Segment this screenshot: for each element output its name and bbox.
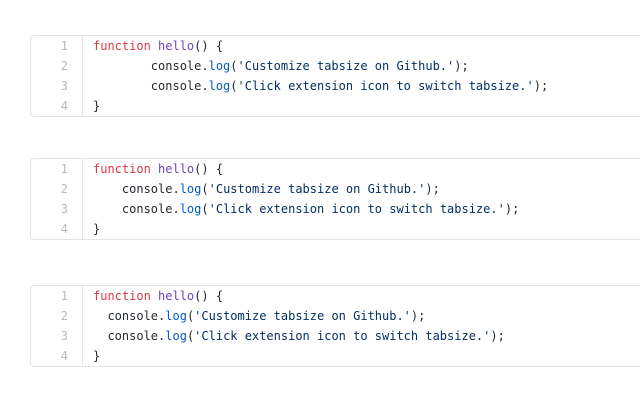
code-token-function: hello — [158, 162, 195, 176]
code-token-plain: ( — [201, 202, 209, 216]
code-token-method: log — [165, 309, 187, 323]
code-token-plain: ); — [410, 309, 426, 323]
code-line: function hello() { — [93, 159, 640, 179]
code-token-function: hello — [158, 289, 195, 303]
line-number[interactable]: 4 — [60, 349, 68, 363]
code-token-plain: ); — [425, 182, 440, 196]
code-line: console.log('Click extension icon to swi… — [93, 326, 640, 346]
code-token-plain: console. — [93, 79, 209, 93]
code-token-plain: } — [93, 349, 101, 363]
code-token-plain: ); — [533, 79, 549, 93]
code-block-tabsize-4: 1 2 3 4 function hello() { console.log('… — [30, 158, 640, 240]
code-token-plain — [151, 162, 158, 176]
code-token-plain: ( — [230, 79, 238, 93]
code-token-plain: ); — [490, 329, 505, 343]
code-token-plain: ( — [230, 59, 238, 73]
line-number[interactable]: 2 — [60, 182, 68, 196]
code-token-plain: ); — [504, 202, 520, 216]
line-number-gutter: 1 2 3 4 — [31, 36, 83, 116]
line-number[interactable]: 3 — [60, 202, 68, 216]
code-line: console.log('Customize tabsize on Github… — [93, 179, 640, 199]
code-line: console.log('Click extension icon to swi… — [93, 76, 640, 96]
code-line: } — [93, 96, 640, 116]
code-token-plain — [151, 39, 158, 53]
line-number[interactable]: 1 — [60, 162, 68, 176]
code-token-plain: ); — [454, 59, 469, 73]
code-area: function hello() { console.log('Customiz… — [83, 159, 640, 239]
code-token-plain: ( — [201, 182, 209, 196]
code-token-plain: () { — [194, 289, 224, 303]
code-token-plain: () { — [194, 39, 224, 53]
line-number-gutter: 1 2 3 4 — [31, 286, 83, 366]
code-token-plain — [151, 289, 158, 303]
line-number[interactable]: 1 — [60, 39, 68, 53]
code-token-plain: console. — [93, 182, 180, 196]
code-block-tabsize-2: 1 2 3 4 function hello() { console.log('… — [30, 285, 640, 367]
code-line: } — [93, 219, 640, 239]
code-line: function hello() { — [93, 286, 640, 306]
line-number[interactable]: 1 — [60, 289, 68, 303]
code-block-tabsize-8: 1 2 3 4 function hello() { console.log('… — [30, 35, 640, 117]
line-number-gutter: 1 2 3 4 — [31, 159, 83, 239]
code-token-keyword: function — [93, 289, 151, 303]
code-token-plain: console. — [93, 202, 180, 216]
code-token-plain: } — [93, 222, 101, 236]
code-token-method: log — [208, 59, 231, 73]
code-token-plain: console. — [93, 309, 166, 323]
code-token-keyword: function — [93, 39, 151, 53]
code-token-method: log — [208, 79, 231, 93]
line-number[interactable]: 4 — [60, 99, 68, 113]
line-number[interactable]: 2 — [60, 59, 68, 73]
line-number[interactable]: 2 — [60, 309, 68, 323]
code-token-plain: console. — [93, 59, 209, 73]
line-number[interactable]: 3 — [60, 329, 68, 343]
code-token-string: 'Customize tabsize on Github.' — [208, 182, 426, 196]
code-line: } — [93, 346, 640, 366]
code-token-method: log — [179, 202, 202, 216]
code-token-method: log — [165, 329, 187, 343]
code-token-plain: ( — [186, 329, 195, 343]
code-token-function: hello — [158, 39, 195, 53]
code-token-string: 'Customize tabsize on Github.' — [237, 59, 455, 73]
code-token-plain: () { — [194, 162, 224, 176]
code-token-method: log — [179, 182, 202, 196]
code-token-plain: ( — [186, 309, 195, 323]
code-token-plain: console. — [93, 329, 166, 343]
code-token-string: 'Customize tabsize on Github.' — [194, 309, 411, 323]
code-area: function hello() { console.log('Customiz… — [83, 286, 640, 366]
code-line: console.log('Click extension icon to swi… — [93, 199, 640, 219]
code-token-string: 'Click extension icon to switch tabsize.… — [208, 202, 505, 216]
code-area: function hello() { console.log('Customiz… — [83, 36, 640, 116]
code-token-plain: } — [93, 99, 101, 113]
code-token-string: 'Click extension icon to switch tabsize.… — [237, 79, 534, 93]
code-line: function hello() { — [93, 36, 640, 56]
line-number[interactable]: 4 — [60, 222, 68, 236]
code-line: console.log('Customize tabsize on Github… — [93, 306, 640, 326]
line-number[interactable]: 3 — [60, 79, 68, 93]
code-token-keyword: function — [93, 162, 151, 176]
code-line: console.log('Customize tabsize on Github… — [93, 56, 640, 76]
code-token-string: 'Click extension icon to switch tabsize.… — [194, 329, 491, 343]
